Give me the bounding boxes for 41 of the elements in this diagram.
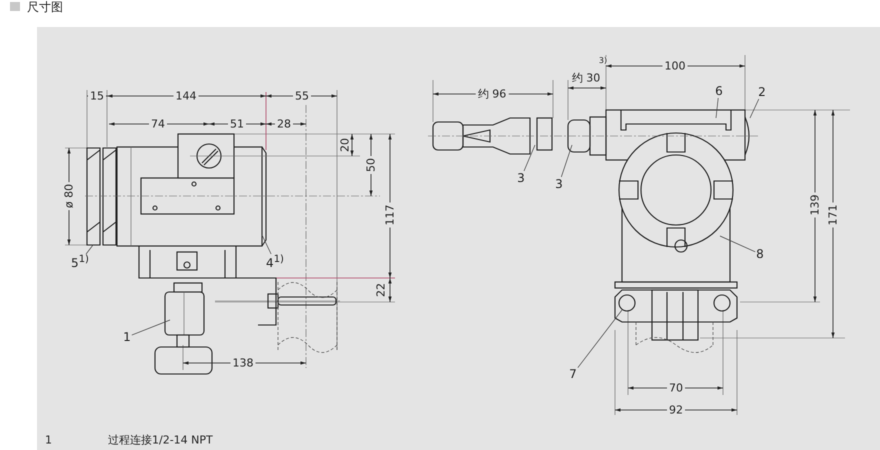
- dimension-value: 约 30: [570, 72, 602, 84]
- leader-line: [524, 144, 536, 172]
- dimension-value: 92: [667, 404, 685, 416]
- callout-number: 5$^{1)}$: [71, 255, 89, 269]
- callout-number: 3: [555, 178, 563, 190]
- dimension-value: 51: [228, 118, 246, 130]
- callout-number: 1: [123, 331, 131, 343]
- dimension-value: 139: [810, 192, 820, 218]
- dimension-value: 28: [275, 118, 293, 130]
- leader-line: [577, 310, 622, 368]
- leader-line: [750, 98, 760, 118]
- dimension-value: 144: [174, 90, 198, 102]
- dimension-value: 138: [230, 358, 256, 368]
- dimension-value: 50: [366, 156, 376, 174]
- dimension-value: 22: [376, 281, 386, 299]
- note-text: 1: [44, 434, 53, 446]
- leader-line: [131, 320, 170, 336]
- dimension-value: 3): [596, 57, 610, 65]
- dimension-value: 约 96: [476, 88, 508, 100]
- callout-number: 4$^{1)}$: [266, 255, 284, 269]
- note-text: 过程连接1/2-14 NPT: [107, 434, 214, 446]
- callout-number: 8: [756, 248, 764, 260]
- leader-line: [716, 98, 719, 118]
- dimension-value: ø 80: [64, 182, 74, 210]
- dimension-value: 74: [149, 118, 167, 130]
- callout-number: 7: [569, 368, 577, 380]
- callout-number: 2: [758, 86, 766, 98]
- dimension-value: 20: [340, 136, 350, 154]
- leader-line: [560, 144, 572, 178]
- leader-line: [262, 234, 272, 254]
- dimension-value: 55: [293, 90, 311, 102]
- dimension-value: 15: [88, 90, 106, 102]
- callout-number: 6: [715, 85, 723, 97]
- leader-line: [720, 236, 756, 252]
- leader-line: [86, 244, 94, 254]
- callout-number: 3: [517, 172, 525, 184]
- title: 尺寸图: [27, 0, 63, 14]
- dimension-value: 117: [384, 202, 396, 228]
- dimension-value: 100: [662, 60, 688, 72]
- dimension-value: 171: [828, 202, 838, 228]
- dimension-value: 70: [667, 382, 685, 394]
